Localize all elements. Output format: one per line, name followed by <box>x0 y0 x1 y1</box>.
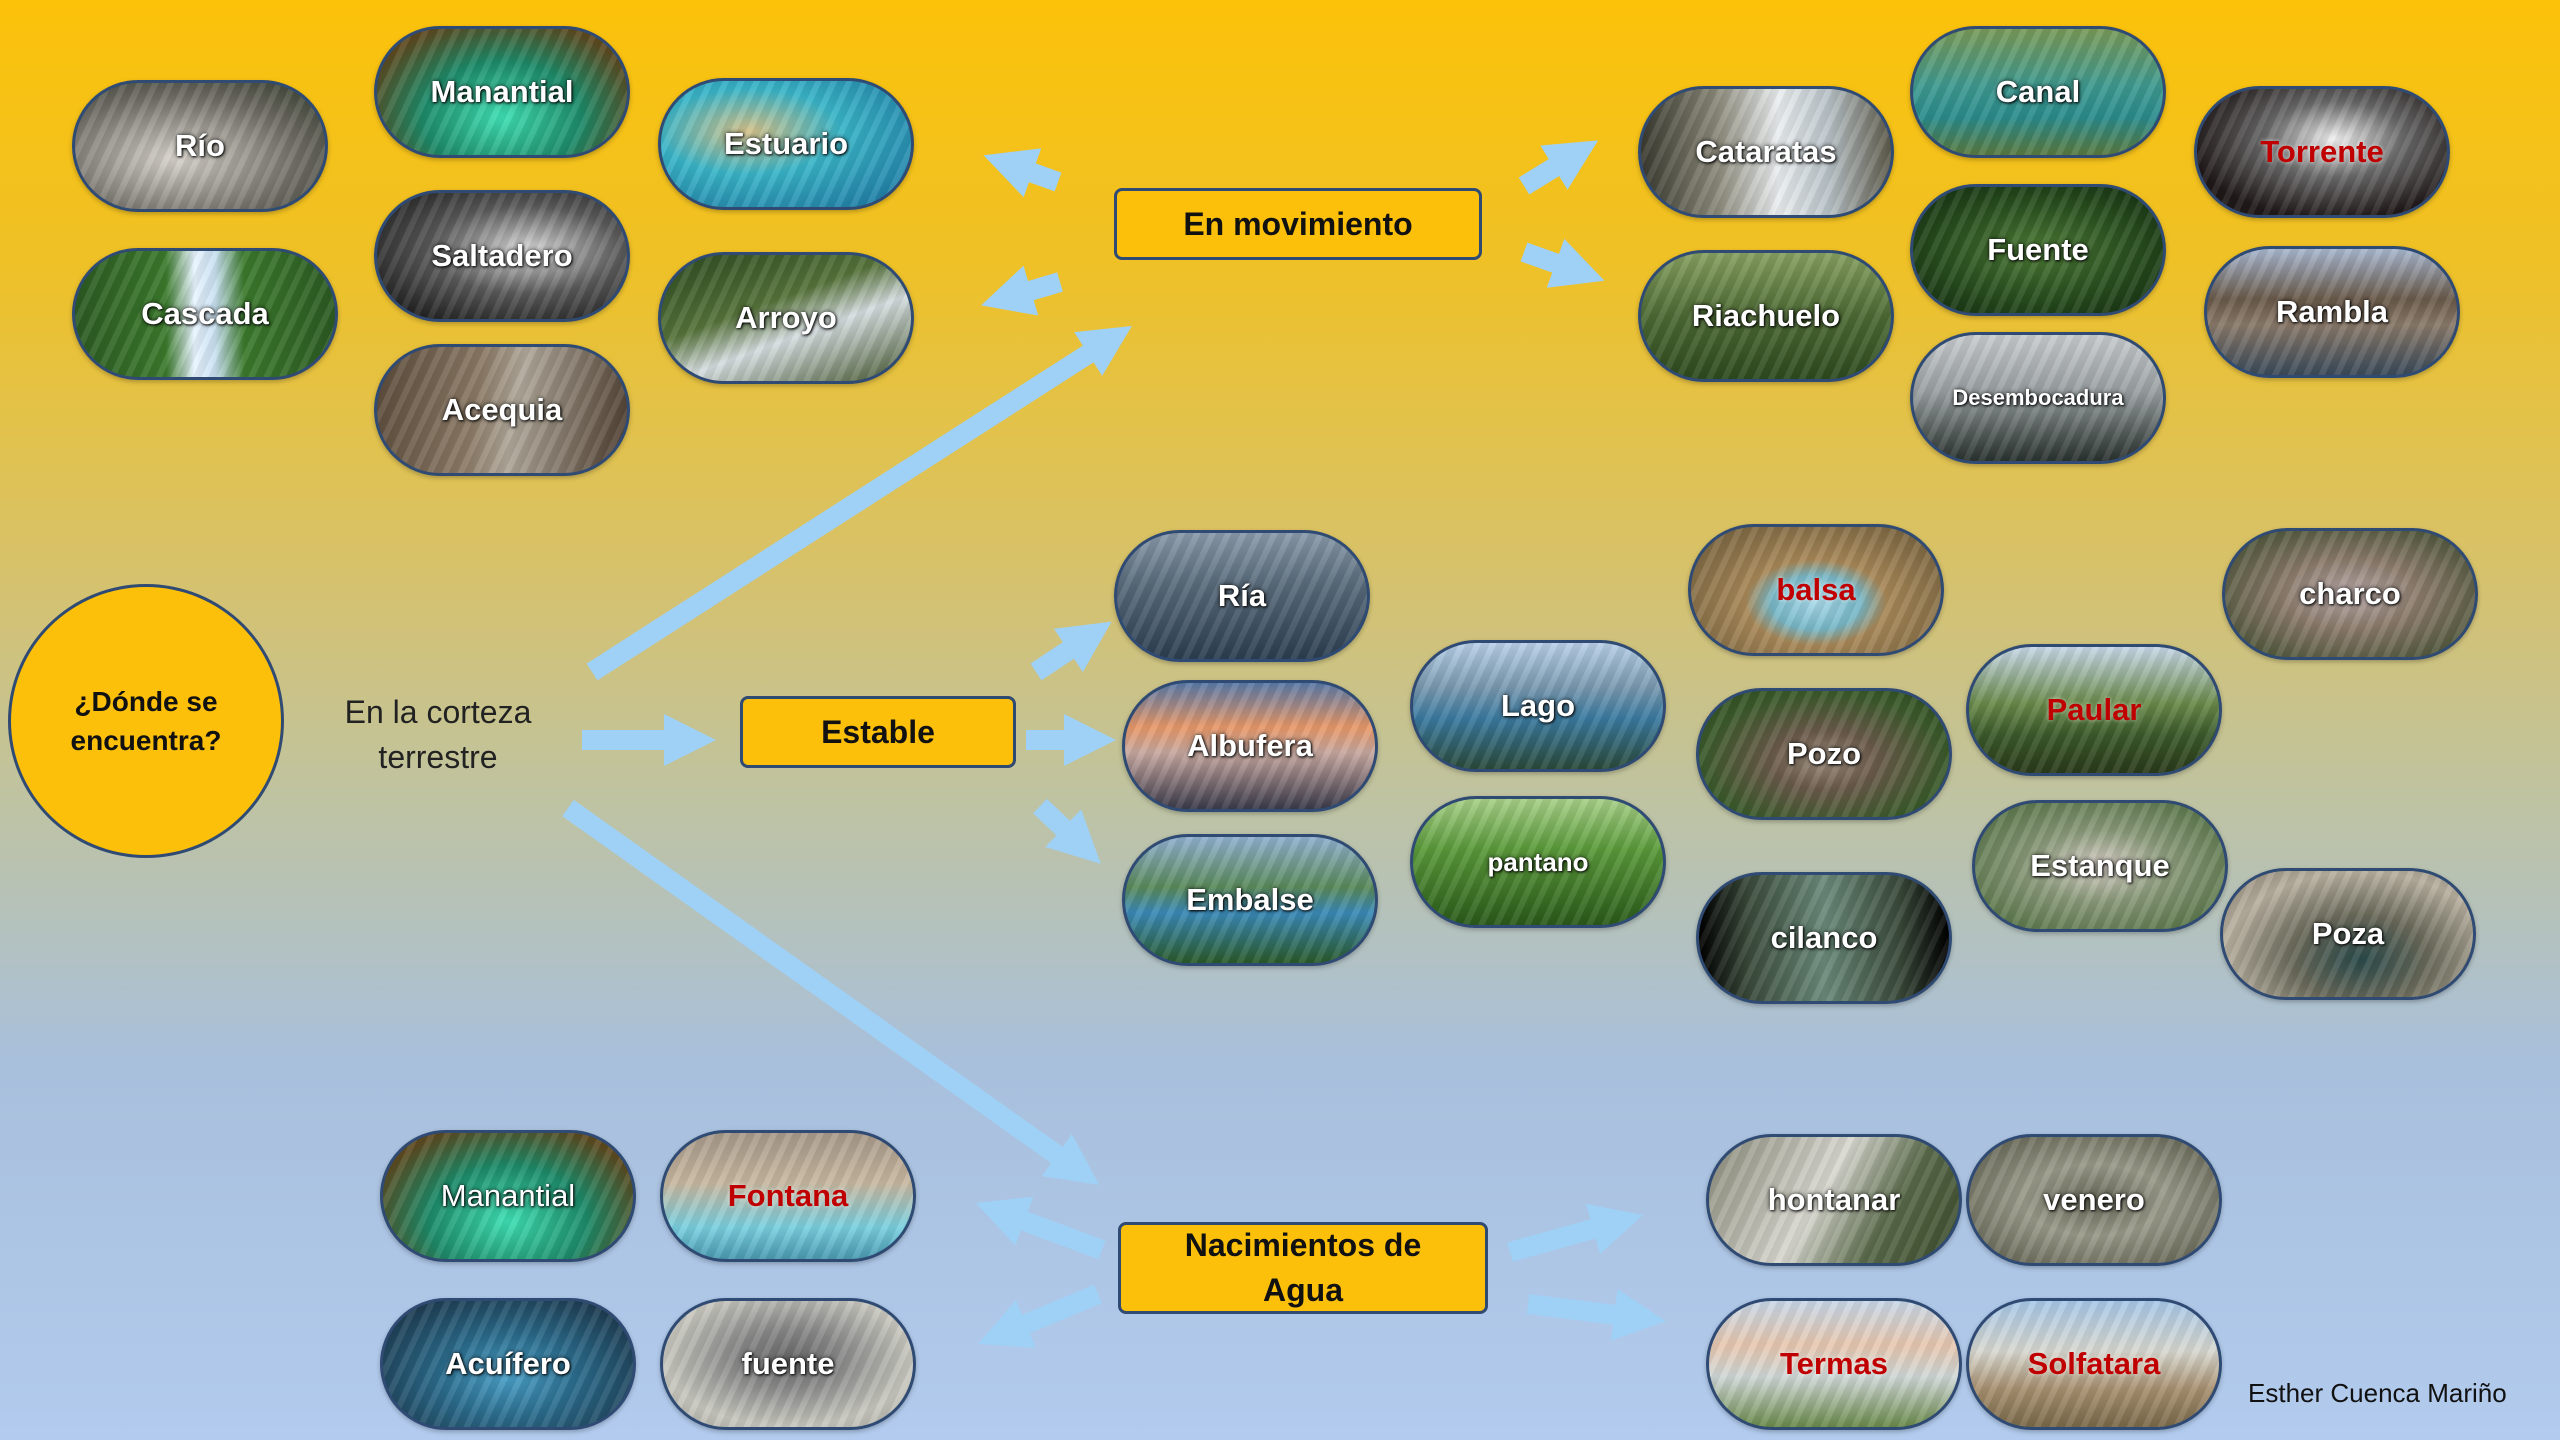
water-item-balsa[interactable]: balsa <box>1688 524 1944 656</box>
water-item-acuifero[interactable]: Acuífero <box>380 1298 636 1430</box>
water-item-pantano[interactable]: pantano <box>1410 796 1666 928</box>
item-label: Embalse <box>1186 882 1314 917</box>
water-item-paular[interactable]: Paular <box>1966 644 2222 776</box>
item-label: Solfatara <box>2027 1346 2161 1381</box>
item-label: balsa <box>1776 572 1856 607</box>
water-item-riachuelo[interactable]: Riachuelo <box>1638 250 1894 382</box>
item-label: Arroyo <box>735 300 837 335</box>
water-item-torrente[interactable]: Torrente <box>2194 86 2450 218</box>
item-label: venero <box>2043 1182 2145 1217</box>
item-label: Acuífero <box>445 1346 571 1381</box>
item-label: Poza <box>2311 916 2385 951</box>
arrow-springs-left-2 <box>978 1284 1102 1348</box>
water-item-fontana[interactable]: Fontana <box>660 1130 916 1262</box>
water-item-cascada[interactable]: Cascada <box>72 248 338 380</box>
item-label: Estuario <box>723 126 849 161</box>
water-item-saltadero[interactable]: Saltadero <box>374 190 630 322</box>
category-stable-label: Estable <box>821 713 935 750</box>
water-item-albufera[interactable]: Albufera <box>1122 680 1378 812</box>
water-item-hontanar[interactable]: hontanar <box>1706 1134 1962 1266</box>
item-label: Rambla <box>2276 294 2388 329</box>
arrow-springs-left-1 <box>975 1196 1106 1260</box>
item-label: Torrente <box>2260 134 2384 169</box>
item-label: Cataratas <box>1695 134 1837 169</box>
category-moving[interactable]: En movimiento <box>1114 188 1482 260</box>
water-item-lago[interactable]: Lago <box>1410 640 1666 772</box>
water-item-venero[interactable]: venero <box>1966 1134 2222 1266</box>
water-item-acequia[interactable]: Acequia <box>374 344 630 476</box>
item-label: Manantial <box>430 74 574 109</box>
item-label: Albufera <box>1187 728 1313 763</box>
item-label: Manantial <box>440 1178 576 1213</box>
item-label: Estanque <box>2030 848 2170 883</box>
item-label: hontanar <box>1767 1182 1901 1217</box>
water-item-rambla[interactable]: Rambla <box>2204 246 2460 378</box>
item-label: Fuente <box>1987 232 2089 267</box>
question-circle: ¿Dónde se encuentra? <box>8 584 284 858</box>
author-credit: Esther Cuenca Mariño <box>2248 1378 2507 1409</box>
item-label: Lago <box>1500 688 1576 723</box>
arrow-springs-right-2 <box>1526 1288 1666 1341</box>
category-springs[interactable]: Nacimientos de Agua <box>1118 1222 1488 1314</box>
item-label: pantano <box>1487 846 1589 877</box>
water-item-fuente[interactable]: Fuente <box>1910 184 2166 316</box>
water-item-embalse[interactable]: Embalse <box>1122 834 1378 966</box>
item-label: charco <box>2299 576 2401 611</box>
category-springs-label: Nacimientos de Agua <box>1184 1227 1422 1308</box>
category-stable[interactable]: Estable <box>740 696 1016 768</box>
arrow-stable-down <box>1033 798 1101 864</box>
item-label: Termas <box>1780 1346 1888 1381</box>
author-name: Esther Cuenca Mariño <box>2248 1378 2507 1408</box>
water-item-canal[interactable]: Canal <box>1910 26 2166 158</box>
water-item-termas[interactable]: Termas <box>1706 1298 1962 1430</box>
water-item-manantial-springs[interactable]: Manantial <box>380 1130 636 1262</box>
water-item-fuente-springs[interactable]: fuente <box>660 1298 916 1430</box>
arrow-moving-left-1 <box>983 148 1062 198</box>
water-item-rio[interactable]: Río <box>72 80 328 212</box>
arrow-to-springs <box>562 799 1100 1186</box>
question-text: ¿Dónde se encuentra? <box>70 685 222 756</box>
category-moving-label: En movimiento <box>1183 205 1413 242</box>
item-label: Canal <box>1995 74 2081 109</box>
water-item-pozo[interactable]: Pozo <box>1696 688 1952 820</box>
item-label: Fontana <box>727 1178 849 1213</box>
item-label: Desembocadura <box>1952 385 2124 410</box>
arrow-stable-up <box>1030 621 1112 681</box>
water-item-poza[interactable]: Poza <box>2220 868 2476 1000</box>
water-item-solfatara[interactable]: Solfatara <box>1966 1298 2222 1430</box>
item-label: Riachuelo <box>1691 298 1841 333</box>
item-label: Acequia <box>441 392 563 427</box>
water-item-estuario[interactable]: Estuario <box>658 78 914 210</box>
item-label: Paular <box>2046 692 2142 727</box>
item-label: Pozo <box>1786 736 1862 771</box>
location-text: En la corteza terrestre <box>318 690 558 781</box>
water-item-ria[interactable]: Ría <box>1114 530 1370 662</box>
arrow-springs-right-1 <box>1507 1203 1644 1262</box>
item-label: Ría <box>1217 578 1267 613</box>
water-item-desembocadura[interactable]: Desembocadura <box>1910 332 2166 464</box>
item-label: Cascada <box>141 296 269 331</box>
water-item-cilanco[interactable]: cilanco <box>1696 872 1952 1004</box>
item-label: Río <box>175 128 225 163</box>
water-item-manantial[interactable]: Manantial <box>374 26 630 158</box>
water-item-estanque[interactable]: Estanque <box>1972 800 2228 932</box>
location-label: En la corteza terrestre <box>344 694 532 776</box>
item-label: fuente <box>741 1346 835 1381</box>
arrow-moving-left-2 <box>981 265 1063 316</box>
water-item-arroyo[interactable]: Arroyo <box>658 252 914 384</box>
arrow-to-moving <box>586 325 1132 681</box>
water-item-cataratas[interactable]: Cataratas <box>1638 86 1894 218</box>
item-label: Saltadero <box>431 238 573 273</box>
water-item-charco[interactable]: charco <box>2222 528 2478 660</box>
arrow-moving-right-1 <box>1518 140 1599 195</box>
item-label: cilanco <box>1770 920 1878 955</box>
arrow-moving-right-2 <box>1520 238 1605 288</box>
